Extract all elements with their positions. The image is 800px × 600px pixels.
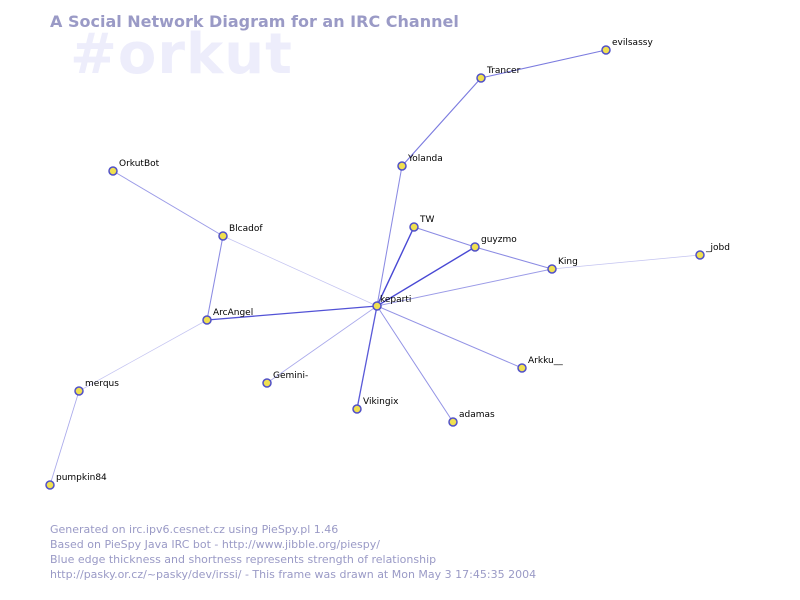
- footer-line-timestamp: http://pasky.or.cz/~pasky/dev/irssi/ - T…: [50, 568, 537, 581]
- node-merqus: merqus: [74, 379, 119, 396]
- node-OrkutBot: OrkutBot: [108, 159, 160, 176]
- node-label: guyzmo: [481, 235, 517, 245]
- footer-line-legend: Blue edge thickness and shortness repres…: [50, 553, 437, 566]
- node-Gemini-: Gemini-: [262, 371, 308, 388]
- node-marker: [470, 242, 480, 252]
- edge-Blcadof-ArcAngel: [206, 235, 224, 321]
- edge-King-_jobd: [551, 254, 701, 270]
- node-label: TW: [419, 215, 434, 225]
- footer-line-based-on: Based on PieSpy Java IRC bot - http://ww…: [50, 538, 380, 551]
- node-marker: [601, 45, 611, 55]
- node-marker: [262, 378, 272, 388]
- node-TW: TW: [409, 215, 434, 232]
- node-Blcadof: Blcadof: [218, 224, 263, 241]
- node-Trancer: Trancer: [476, 66, 521, 83]
- edge-OrkutBot-Blcadof: [112, 170, 224, 237]
- node-label: Trancer: [486, 66, 521, 76]
- edge-TW-guyzmo: [413, 226, 476, 248]
- edge-Blcadof-keparti: [222, 235, 378, 307]
- node-label: merqus: [85, 379, 119, 389]
- edge-Trancer-Yolanda: [401, 77, 482, 167]
- node-Vikingix: Vikingix: [352, 397, 399, 414]
- edge-keparti-Gemini-: [266, 305, 378, 384]
- node-label: Gemini-: [273, 371, 308, 381]
- channel-watermark: #orkut: [70, 22, 293, 87]
- node-keparti: keparti: [372, 295, 411, 311]
- footer-line-generated: Generated on irc.ipv6.cesnet.cz using Pi…: [50, 523, 339, 536]
- node-Yolanda: Yolanda: [397, 154, 443, 171]
- node-marker: [448, 417, 458, 427]
- node-evilsassy: evilsassy: [601, 38, 653, 55]
- node-marker: [476, 73, 486, 83]
- node-label: Arkku__: [528, 356, 563, 366]
- node-label: King: [558, 257, 578, 267]
- node-adamas: adamas: [448, 410, 495, 427]
- node-marker: [45, 480, 55, 490]
- node-marker: [547, 264, 557, 274]
- node-label: adamas: [459, 410, 495, 420]
- node-marker: [409, 222, 419, 232]
- node-label: pumpkin84: [56, 473, 107, 483]
- node-marker: [397, 161, 407, 171]
- node-_jobd: _jobd: [695, 243, 730, 260]
- node-pumpkin84: pumpkin84: [45, 473, 107, 490]
- edge-keparti-adamas: [376, 305, 454, 423]
- edge-keparti-Vikingix: [356, 305, 378, 410]
- node-marker: [695, 250, 705, 260]
- node-label: ArcAngel: [213, 308, 253, 318]
- node-Arkku__: Arkku__: [517, 356, 563, 373]
- edge-layer: [49, 49, 701, 486]
- node-label: keparti: [380, 295, 411, 305]
- edge-merqus-pumpkin84: [49, 390, 80, 486]
- node-label: Vikingix: [363, 397, 399, 407]
- edge-Yolanda-keparti: [376, 165, 403, 307]
- node-label: evilsassy: [612, 38, 653, 48]
- node-label: OrkutBot: [119, 159, 160, 169]
- node-label: Yolanda: [407, 154, 443, 164]
- node-marker: [202, 315, 212, 325]
- edge-TW-keparti: [376, 226, 415, 307]
- edge-keparti-Arkku__: [376, 305, 523, 369]
- node-marker: [352, 404, 362, 414]
- edge-guyzmo-King: [474, 246, 553, 270]
- node-marker: [517, 363, 527, 373]
- node-ArcAngel: ArcAngel: [202, 308, 253, 325]
- edge-ArcAngel-merqus: [78, 319, 208, 392]
- node-marker: [218, 231, 228, 241]
- edge-evilsassy-Trancer: [480, 49, 607, 79]
- footer-credits: Generated on irc.ipv6.cesnet.cz using Pi…: [50, 522, 536, 582]
- node-marker: [372, 301, 382, 311]
- node-King: King: [547, 257, 578, 274]
- edge-guyzmo-keparti: [376, 246, 476, 307]
- node-label: Blcadof: [229, 224, 263, 234]
- node-marker: [74, 386, 84, 396]
- node-marker: [108, 166, 118, 176]
- node-label: _jobd: [705, 243, 730, 253]
- edge-King-keparti: [376, 268, 553, 307]
- node-guyzmo: guyzmo: [470, 235, 517, 252]
- edge-keparti-ArcAngel: [206, 305, 378, 321]
- diagram-title: A Social Network Diagram for an IRC Chan…: [50, 12, 459, 31]
